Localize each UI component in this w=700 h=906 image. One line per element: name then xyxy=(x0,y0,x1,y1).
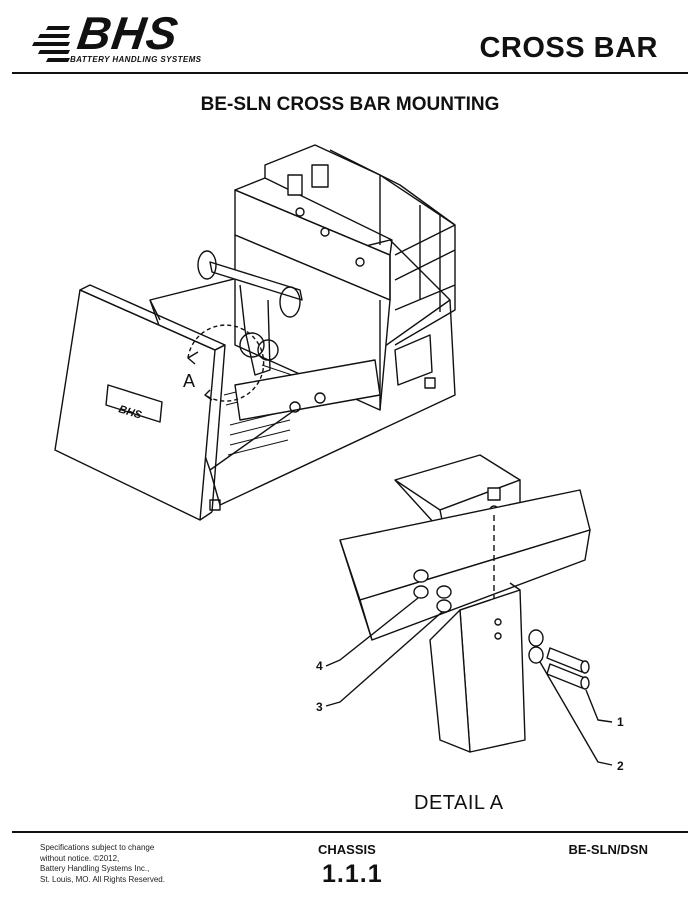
disclaimer-line: Battery Handling Systems Inc., xyxy=(40,864,150,873)
logo-speed-lines-icon xyxy=(32,26,70,62)
callout-3: 3 xyxy=(316,700,323,714)
bhs-logo xyxy=(30,14,220,70)
drawing-title: BE-SLN CROSS BAR MOUNTING xyxy=(200,94,500,115)
page-title: CROSS BAR xyxy=(479,32,658,64)
footer-section-number: 1.1.1 xyxy=(322,860,383,888)
footer-divider xyxy=(12,831,688,833)
detail-label: DETAIL A xyxy=(414,792,504,814)
callout-2: 2 xyxy=(617,759,624,773)
disclaimer-line: without notice. ©2012, xyxy=(40,853,120,863)
chassis-assembly xyxy=(54,144,456,521)
footer-section: CHASSIS xyxy=(318,842,376,857)
detail-a-exploded xyxy=(325,454,613,766)
logo-tagline: BATTERY HANDLING SYSTEMS xyxy=(70,55,202,64)
view-marker: A xyxy=(183,371,195,391)
callout-4: 4 xyxy=(316,659,323,673)
disclaimer-line: Specifications subject to change xyxy=(40,843,155,852)
header-divider xyxy=(12,72,688,74)
footer-model: BE-SLN/DSN xyxy=(568,842,648,857)
callout-1: 1 xyxy=(617,715,624,729)
disclaimer-line: St. Louis, MO. All Rights Reserved. xyxy=(40,874,165,884)
footer-disclaimer: Specifications subject to change without… xyxy=(40,843,170,885)
